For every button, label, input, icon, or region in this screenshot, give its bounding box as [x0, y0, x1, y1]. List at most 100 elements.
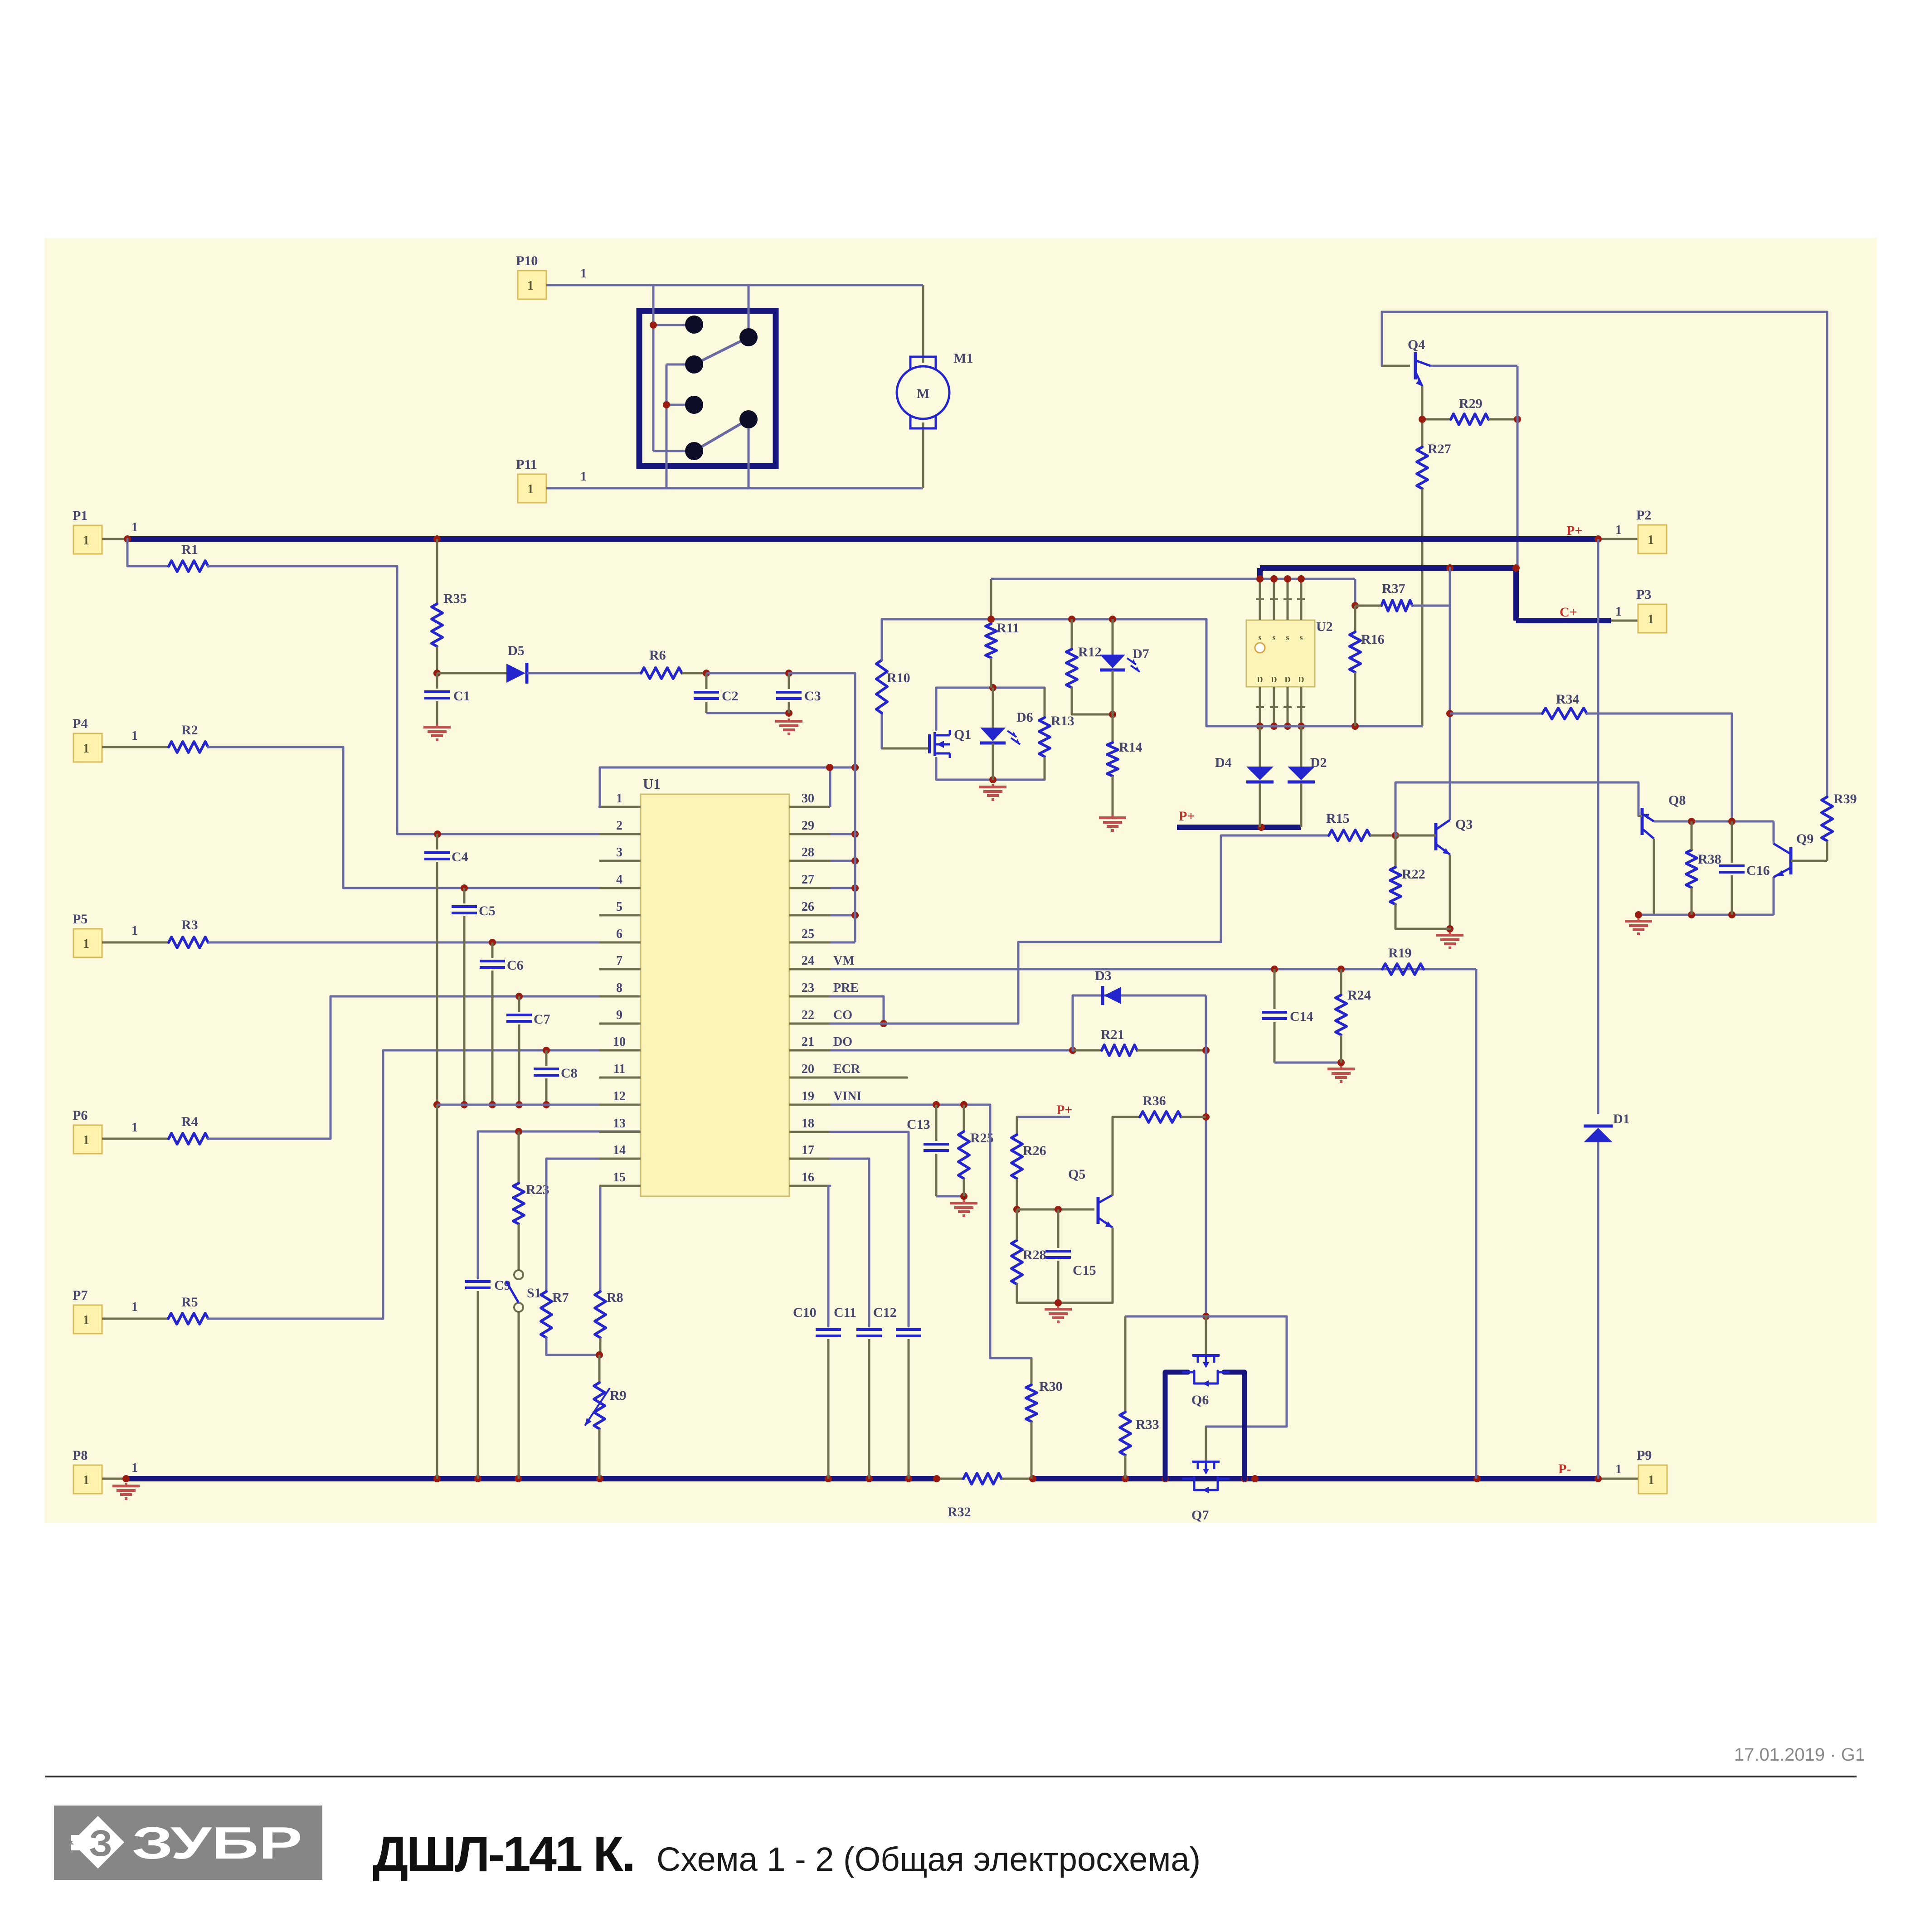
svg-text:1: 1 — [131, 520, 138, 534]
svg-text:C3: C3 — [804, 689, 821, 704]
svg-text:26: 26 — [802, 900, 814, 914]
svg-text:C7: C7 — [534, 1012, 550, 1027]
svg-text:1: 1 — [1615, 523, 1622, 537]
svg-text:1: 1 — [131, 729, 138, 743]
svg-text:11: 11 — [613, 1062, 625, 1076]
svg-text:C13: C13 — [907, 1117, 930, 1132]
svg-text:5: 5 — [616, 900, 622, 914]
svg-text:1: 1 — [580, 470, 587, 484]
svg-text:R14: R14 — [1119, 740, 1142, 755]
svg-text:P+: P+ — [1056, 1102, 1072, 1117]
svg-text:6: 6 — [616, 927, 622, 941]
svg-text:C10: C10 — [793, 1305, 817, 1320]
svg-text:R12: R12 — [1078, 645, 1102, 660]
svg-text:29: 29 — [802, 819, 814, 833]
svg-text:1: 1 — [83, 742, 89, 756]
svg-text:s: s — [1299, 633, 1303, 642]
svg-text:R32: R32 — [948, 1505, 971, 1519]
svg-text:Q9: Q9 — [1796, 831, 1813, 846]
svg-text:CO: CO — [833, 1008, 852, 1022]
svg-text:R11: R11 — [997, 621, 1019, 636]
svg-text:U1: U1 — [643, 776, 661, 792]
svg-text:P5: P5 — [73, 912, 88, 927]
svg-text:1: 1 — [83, 1133, 89, 1147]
svg-text:З: З — [89, 1823, 112, 1864]
svg-text:Q6: Q6 — [1191, 1393, 1209, 1408]
svg-text:P11: P11 — [516, 457, 537, 472]
svg-text:R30: R30 — [1039, 1379, 1063, 1394]
svg-text:C2: C2 — [722, 689, 739, 704]
svg-text:DO: DO — [833, 1035, 852, 1049]
svg-text:1: 1 — [83, 1313, 89, 1327]
svg-text:18: 18 — [802, 1116, 814, 1131]
svg-text:P8: P8 — [73, 1448, 88, 1463]
svg-text:R28: R28 — [1023, 1248, 1046, 1262]
svg-text:R7: R7 — [552, 1290, 569, 1305]
svg-text:s: s — [1272, 633, 1275, 642]
svg-text:ДШЛ-141 К.: ДШЛ-141 К. — [373, 1826, 636, 1882]
svg-text:1: 1 — [83, 1473, 89, 1487]
svg-text:1: 1 — [1648, 612, 1654, 626]
svg-text:1: 1 — [527, 279, 534, 293]
svg-text:1: 1 — [1648, 533, 1654, 547]
svg-text:R9: R9 — [610, 1388, 627, 1403]
svg-text:R36: R36 — [1142, 1093, 1166, 1108]
svg-text:Q4: Q4 — [1408, 337, 1425, 352]
svg-text:24: 24 — [802, 954, 814, 968]
svg-text:P1: P1 — [73, 508, 88, 523]
svg-text:R34: R34 — [1556, 692, 1580, 707]
svg-text:s: s — [1286, 633, 1289, 642]
svg-text:D: D — [1298, 675, 1304, 684]
svg-text:C14: C14 — [1290, 1009, 1313, 1024]
svg-text:VINI: VINI — [833, 1089, 861, 1103]
svg-text:28: 28 — [802, 845, 814, 859]
svg-text:1: 1 — [1615, 605, 1622, 619]
svg-text:17: 17 — [802, 1143, 814, 1157]
svg-text:C8: C8 — [561, 1066, 578, 1081]
svg-text:R2: R2 — [181, 723, 198, 738]
svg-text:25: 25 — [802, 927, 814, 941]
svg-text:2: 2 — [616, 819, 622, 833]
svg-text:P-: P- — [1558, 1461, 1571, 1476]
svg-text:R29: R29 — [1459, 396, 1483, 411]
svg-text:C11: C11 — [834, 1305, 856, 1320]
svg-text:1: 1 — [1648, 1473, 1654, 1487]
svg-text:VM: VM — [833, 954, 855, 968]
svg-text:R39: R39 — [1833, 791, 1857, 806]
svg-text:D: D — [1257, 675, 1263, 684]
svg-text:PRE: PRE — [833, 981, 859, 995]
svg-text:27: 27 — [802, 873, 814, 887]
svg-text:R4: R4 — [181, 1114, 198, 1129]
svg-text:7: 7 — [616, 954, 622, 968]
svg-text:R33: R33 — [1136, 1417, 1159, 1432]
svg-text:1: 1 — [616, 791, 622, 806]
svg-text:M1: M1 — [953, 351, 973, 366]
svg-text:P10: P10 — [516, 253, 538, 268]
svg-text:17.01.2019 · G1: 17.01.2019 · G1 — [1734, 1745, 1865, 1765]
svg-text:8: 8 — [616, 981, 622, 995]
svg-text:C1: C1 — [453, 689, 470, 704]
svg-text:P9: P9 — [1637, 1448, 1652, 1463]
svg-text:R26: R26 — [1023, 1143, 1046, 1158]
svg-text:C5: C5 — [479, 903, 496, 918]
svg-text:R13: R13 — [1051, 714, 1074, 728]
svg-text:P4: P4 — [73, 716, 88, 731]
svg-text:13: 13 — [613, 1116, 626, 1131]
svg-text:P2: P2 — [1636, 508, 1651, 523]
svg-text:P6: P6 — [73, 1108, 88, 1123]
svg-text:D7: D7 — [1133, 646, 1149, 661]
svg-text:R35: R35 — [443, 591, 467, 606]
svg-text:1: 1 — [83, 937, 89, 951]
svg-text:D4: D4 — [1215, 755, 1232, 770]
svg-text:R16: R16 — [1361, 632, 1385, 647]
svg-text:D: D — [1271, 675, 1277, 684]
svg-text:Q1: Q1 — [954, 727, 971, 742]
svg-text:C4: C4 — [452, 849, 468, 864]
svg-text:P7: P7 — [73, 1288, 88, 1303]
svg-text:D6: D6 — [1016, 710, 1033, 725]
svg-text:12: 12 — [613, 1089, 626, 1103]
svg-text:3: 3 — [616, 845, 622, 859]
svg-text:ECR: ECR — [833, 1062, 860, 1076]
svg-text:R5: R5 — [181, 1295, 198, 1310]
svg-text:C15: C15 — [1073, 1263, 1096, 1278]
